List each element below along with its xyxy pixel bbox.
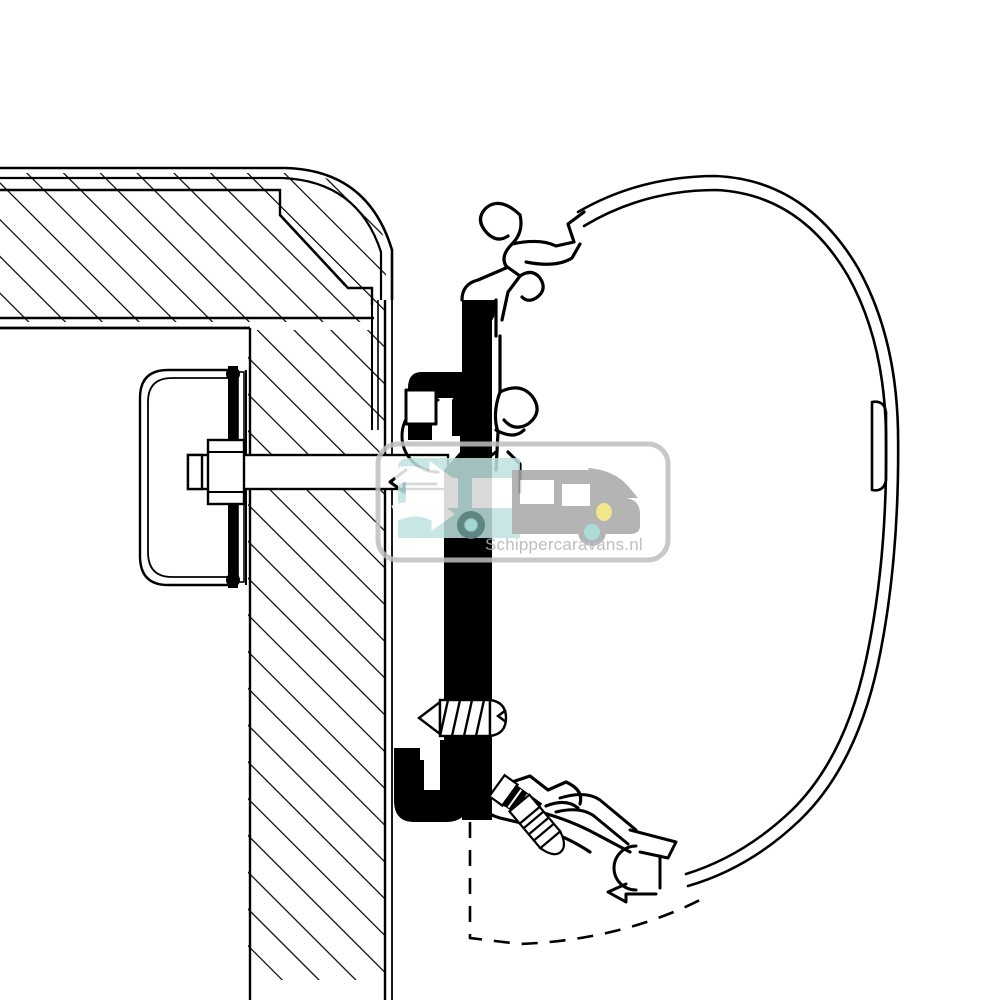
awning-lead-rail-bead	[554, 793, 678, 904]
side-wall-sandwich-panel	[248, 300, 393, 1000]
awning-case-outer-shell	[576, 174, 900, 888]
watermark-wheel-icon	[457, 511, 485, 539]
upper-rubber-seal-clip	[460, 201, 586, 338]
self-tapping-screw	[417, 698, 508, 738]
watermark-text: Schippercaravans.nl	[485, 535, 643, 554]
roof-sandwich-panel	[0, 166, 394, 430]
watermark-frame	[375, 441, 671, 563]
lower-fixing-screws	[487, 773, 566, 856]
watermark-caravan-icon	[391, 458, 520, 538]
headlight-icon	[596, 503, 612, 521]
watermark-motorhome-icon	[512, 468, 640, 546]
